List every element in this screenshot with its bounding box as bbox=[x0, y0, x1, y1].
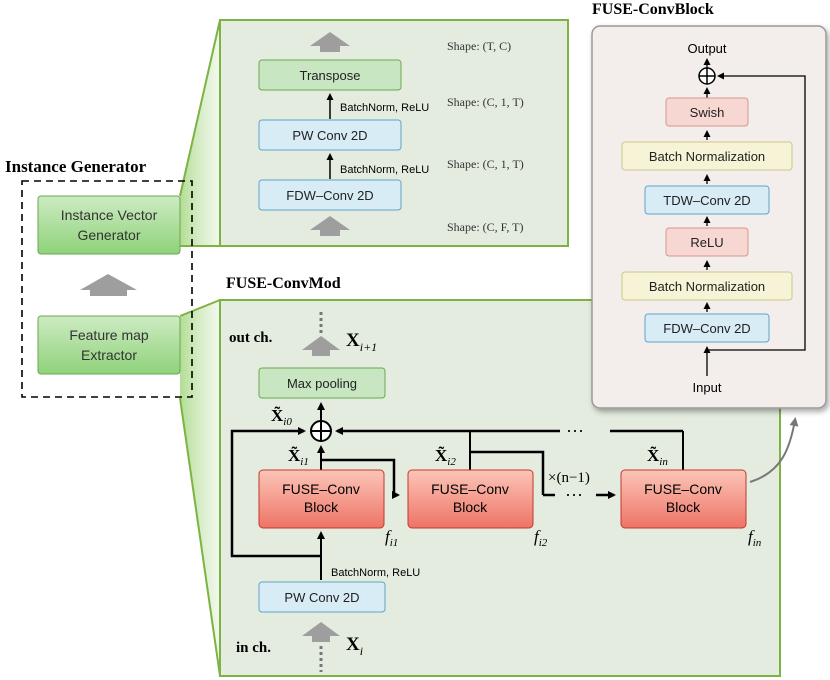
convmod-pw-conv-box: PW Conv 2D bbox=[258, 581, 386, 613]
up-arrow-icon bbox=[302, 622, 340, 642]
top-fdw-conv-box: FDW–Conv 2D bbox=[258, 179, 402, 211]
x-tilde-i0: X̃i0 bbox=[271, 405, 292, 428]
fuse-conv-block-n: FUSE–Conv Block bbox=[620, 469, 747, 529]
fuse-conv-block-2-line1: FUSE–Conv bbox=[431, 481, 509, 497]
in-ch-label: in ch. bbox=[236, 640, 271, 656]
convmod-title: FUSE-ConvMod bbox=[226, 275, 341, 292]
shape-input: Shape: (C, F, T) bbox=[447, 220, 523, 234]
feature-map-extractor-line2: Extractor bbox=[81, 347, 137, 363]
fuse-conv-block-2-line2: Block bbox=[453, 499, 488, 515]
expand-arrow bbox=[749, 417, 799, 483]
bn-top-box: Batch Normalization bbox=[621, 141, 793, 171]
instance-vector-generator-box: Instance Vector Generator bbox=[37, 195, 181, 255]
fuse-conv-block-1-line2: Block bbox=[304, 499, 339, 515]
feature-map-extractor-box: Feature map Extractor bbox=[37, 315, 181, 375]
top-bn-relu-label-2: BatchNorm, ReLU bbox=[340, 164, 429, 176]
max-pooling-label: Max pooling bbox=[287, 376, 357, 391]
convmod-bn-relu-label: BatchNorm, ReLU bbox=[331, 567, 420, 579]
fdw-conv-box: FDW–Conv 2D bbox=[644, 313, 770, 343]
bn-bottom-label: Batch Normalization bbox=[649, 279, 765, 294]
top-pw-conv-box: PW Conv 2D bbox=[258, 119, 402, 151]
fuse-conv-block-n-line1: FUSE–Conv bbox=[644, 481, 722, 497]
fuse-conv-block-1: FUSE–Conv Block bbox=[258, 469, 385, 529]
zoom-connector-bottom bbox=[180, 300, 220, 676]
f-in-label: fin bbox=[748, 527, 762, 549]
convblock-title: FUSE-ConvBlock bbox=[592, 1, 714, 18]
relu-label: ReLU bbox=[690, 235, 723, 250]
fdw-conv-label: FDW–Conv 2D bbox=[663, 321, 750, 336]
instance-vector-generator-line1: Instance Vector bbox=[61, 207, 158, 223]
out-ch-label: out ch. bbox=[229, 330, 273, 346]
up-arrow-icon bbox=[310, 216, 350, 236]
tdw-conv-label: TDW–Conv 2D bbox=[663, 193, 750, 208]
transpose-box: Transpose bbox=[258, 59, 402, 91]
x-tilde-in: X̃in bbox=[647, 445, 668, 468]
tdw-conv-box: TDW–Conv 2D bbox=[644, 185, 770, 215]
feature-map-extractor-line1: Feature map bbox=[69, 327, 149, 343]
shape-mid-2: Shape: (C, 1, T) bbox=[447, 157, 524, 171]
instance-generator-frame bbox=[21, 180, 193, 398]
shape-output: Shape: (T, C) bbox=[447, 39, 511, 53]
swish-box: Swish bbox=[665, 97, 749, 127]
x-tilde-i2: X̃i2 bbox=[435, 445, 456, 468]
transpose-label: Transpose bbox=[300, 68, 361, 83]
zoom-connector-top bbox=[180, 20, 220, 246]
top-bn-relu-label-1: BatchNorm, ReLU bbox=[340, 102, 429, 114]
dots-top: ··· bbox=[566, 420, 584, 440]
top-pw-conv-label: PW Conv 2D bbox=[292, 128, 367, 143]
fuse-conv-block-2: FUSE–Conv Block bbox=[407, 469, 534, 529]
f-i2-label: fi2 bbox=[534, 527, 548, 549]
swish-label: Swish bbox=[690, 105, 725, 120]
fuse-conv-block-n-line2: Block bbox=[666, 499, 701, 515]
dots-middle: ··· bbox=[565, 484, 583, 504]
shape-mid-1: Shape: (C, 1, T) bbox=[447, 95, 524, 109]
instance-generator-title: Instance Generator bbox=[5, 157, 147, 176]
up-arrow-icon bbox=[302, 336, 340, 356]
repeat-label: ×(n−1) bbox=[548, 470, 590, 486]
f-i1-label: fi1 bbox=[385, 527, 398, 549]
x-in-label: Xi bbox=[346, 634, 363, 658]
top-fdw-conv-label: FDW–Conv 2D bbox=[286, 188, 373, 203]
convblock-output-label: Output bbox=[687, 41, 726, 56]
up-arrow-icon bbox=[80, 274, 137, 296]
fuse-conv-block-1-line1: FUSE–Conv bbox=[282, 481, 360, 497]
up-arrow-icon bbox=[310, 32, 350, 52]
instance-vector-generator-line2: Generator bbox=[77, 227, 140, 243]
relu-box: ReLU bbox=[665, 227, 749, 257]
max-pooling-box: Max pooling bbox=[258, 367, 386, 399]
bn-bottom-box: Batch Normalization bbox=[621, 271, 793, 301]
bn-top-label: Batch Normalization bbox=[649, 149, 765, 164]
x-tilde-i1: X̃i1 bbox=[288, 445, 309, 468]
convblock-input-label: Input bbox=[693, 380, 722, 395]
convmod-pw-conv-label: PW Conv 2D bbox=[284, 590, 359, 605]
x-out-label: Xi+1 bbox=[346, 330, 377, 354]
